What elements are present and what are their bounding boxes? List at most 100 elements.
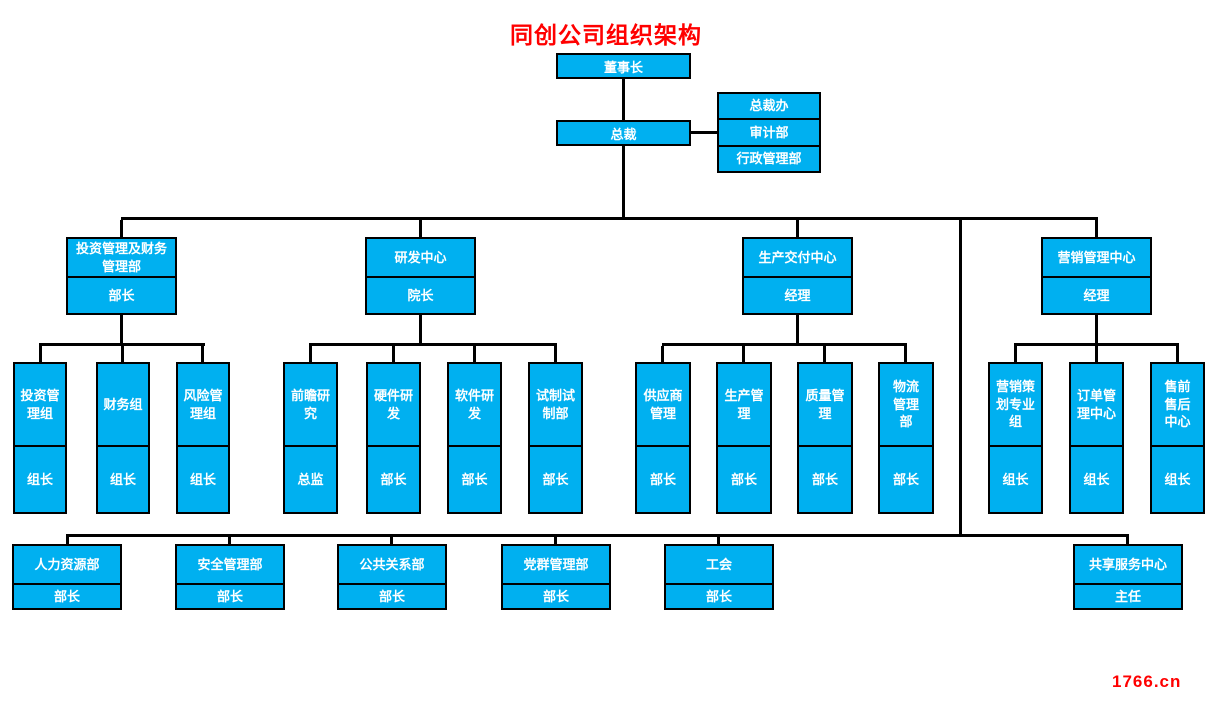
connector-president-rail bbox=[622, 146, 625, 220]
dept-name: 工会 bbox=[705, 556, 732, 572]
dept-name: 人力资源部 bbox=[34, 556, 100, 572]
connector-stub-investment bbox=[120, 315, 123, 346]
dept-head: 部长 bbox=[449, 445, 500, 512]
dept-name: 物流 管理 部 bbox=[892, 378, 919, 430]
connector-chairman-president bbox=[622, 79, 625, 120]
dept-name: 营销策 划专业 组 bbox=[995, 378, 1035, 430]
connector-feed-bottom-rail bbox=[959, 220, 962, 537]
division-name: 营销管理中心 bbox=[1057, 249, 1136, 265]
dept-box-production-mgmt: 生产管 理 部长 bbox=[716, 362, 772, 514]
connector-rail-group4 bbox=[1014, 343, 1179, 346]
connector-drop-supplier bbox=[661, 346, 664, 362]
connector-rail-group1 bbox=[39, 343, 205, 346]
connector-drop-logistics bbox=[904, 346, 907, 362]
dept-name: 财务组 bbox=[103, 396, 143, 412]
connector-stub-rnd bbox=[419, 315, 422, 346]
connector-drop-finance-group bbox=[121, 346, 124, 362]
dept-name: 投资管 理组 bbox=[20, 387, 60, 421]
dept-head: 总监 bbox=[285, 445, 336, 512]
dept-head: 主任 bbox=[1075, 583, 1181, 608]
staff-office-audit: 审计部 bbox=[719, 118, 819, 144]
dept-head: 部长 bbox=[880, 445, 932, 512]
dept-head: 部长 bbox=[339, 583, 445, 608]
dept-head: 组长 bbox=[990, 445, 1041, 512]
connector-drop-order-center bbox=[1095, 346, 1098, 362]
dept-box-party-group: 党群管理部 部长 bbox=[501, 544, 611, 610]
connector-drop-safety bbox=[228, 537, 231, 544]
page-title: 同创公司组织架构 bbox=[510, 22, 702, 48]
division-head: 部长 bbox=[68, 276, 175, 313]
dept-head: 组长 bbox=[98, 445, 148, 512]
dept-box-research: 前瞻研 究 总监 bbox=[283, 362, 338, 514]
dept-head: 部长 bbox=[799, 445, 851, 512]
connector-drop-production bbox=[796, 220, 799, 237]
dept-box-hardware: 硬件研 发 部长 bbox=[366, 362, 421, 514]
connector-drop-public-relations bbox=[390, 537, 393, 544]
connector-rail-group2 bbox=[309, 343, 557, 346]
connector-drop-party bbox=[554, 537, 557, 544]
dept-name: 质量管 理 bbox=[805, 387, 845, 421]
connector-stub-marketing bbox=[1095, 315, 1098, 346]
connector-drop-presales bbox=[1176, 346, 1179, 362]
dept-name: 前瞻研 究 bbox=[290, 387, 330, 421]
dept-box-order-center: 订单管 理中心 组长 bbox=[1069, 362, 1124, 514]
connector-drop-production-mgmt bbox=[742, 346, 745, 362]
dept-head: 部长 bbox=[503, 583, 609, 608]
watermark-text: 1766.cn bbox=[1112, 672, 1182, 691]
dept-name: 共享服务中心 bbox=[1088, 556, 1167, 572]
dept-box-hr: 人力资源部 部长 bbox=[12, 544, 122, 610]
division-name: 生产交付中心 bbox=[758, 249, 837, 265]
division-box-marketing-center: 营销管理中心 经理 bbox=[1041, 237, 1152, 315]
dept-head: 部长 bbox=[637, 445, 689, 512]
dept-name: 党群管理部 bbox=[523, 556, 589, 572]
dept-name: 安全管理部 bbox=[197, 556, 263, 572]
dept-box-finance-group: 财务组 组长 bbox=[96, 362, 150, 514]
connector-drop-quality bbox=[823, 346, 826, 362]
connector-drop-marketing-planning bbox=[1014, 346, 1017, 362]
connector-drop-rnd bbox=[419, 220, 422, 237]
dept-box-marketing-planning: 营销策 划专业 组 组长 bbox=[988, 362, 1043, 514]
chairman-box: 董事长 bbox=[556, 53, 691, 79]
division-name: 研发中心 bbox=[394, 249, 447, 265]
dept-head: 部长 bbox=[177, 583, 283, 608]
dept-name: 风险管 理组 bbox=[183, 387, 223, 421]
connector-drop-investment bbox=[120, 220, 123, 237]
dept-box-supplier-mgmt: 供应商 管理 部长 bbox=[635, 362, 691, 514]
connector-drop-hardware bbox=[392, 346, 395, 362]
dept-box-quality-mgmt: 质量管 理 部长 bbox=[797, 362, 853, 514]
dept-head: 组长 bbox=[1152, 445, 1203, 512]
dept-box-risk-group: 风险管 理组 组长 bbox=[176, 362, 230, 514]
dept-box-shared-services: 共享服务中心 主任 bbox=[1073, 544, 1183, 610]
dept-name: 试制试 制部 bbox=[535, 387, 575, 421]
connector-drop-research bbox=[309, 346, 312, 362]
connector-drop-trial bbox=[554, 346, 557, 362]
division-head: 经理 bbox=[744, 276, 851, 313]
dept-head: 组长 bbox=[15, 445, 65, 512]
dept-name: 售前 售后 中心 bbox=[1164, 378, 1191, 430]
president-box: 总裁 bbox=[556, 120, 691, 146]
division-head: 院长 bbox=[367, 276, 474, 313]
dept-head: 部长 bbox=[530, 445, 581, 512]
president-label: 总裁 bbox=[610, 126, 637, 142]
dept-box-trial-production: 试制试 制部 部长 bbox=[528, 362, 583, 514]
dept-box-safety-mgmt: 安全管理部 部长 bbox=[175, 544, 285, 610]
dept-name: 硬件研 发 bbox=[373, 387, 413, 421]
dept-head: 部长 bbox=[718, 445, 770, 512]
connector-rail-group3 bbox=[662, 343, 907, 346]
dept-box-labor-union: 工会 部长 bbox=[664, 544, 774, 610]
connector-main-rail bbox=[121, 217, 1098, 220]
connector-rail-bottom bbox=[66, 534, 1129, 537]
dept-name: 订单管 理中心 bbox=[1076, 387, 1116, 421]
dept-head: 组长 bbox=[178, 445, 228, 512]
connector-president-staff bbox=[691, 131, 717, 134]
division-head: 经理 bbox=[1043, 276, 1150, 313]
connector-drop-shared-services bbox=[1126, 537, 1129, 544]
division-box-production-delivery: 生产交付中心 经理 bbox=[742, 237, 853, 315]
dept-name: 供应商 管理 bbox=[643, 387, 683, 421]
connector-drop-hr bbox=[66, 537, 69, 544]
division-box-rnd-center: 研发中心 院长 bbox=[365, 237, 476, 315]
dept-box-investment-group: 投资管 理组 组长 bbox=[13, 362, 67, 514]
connector-drop-risk-group bbox=[201, 346, 204, 362]
dept-head: 部长 bbox=[14, 583, 120, 608]
chairman-label: 董事长 bbox=[603, 59, 643, 75]
